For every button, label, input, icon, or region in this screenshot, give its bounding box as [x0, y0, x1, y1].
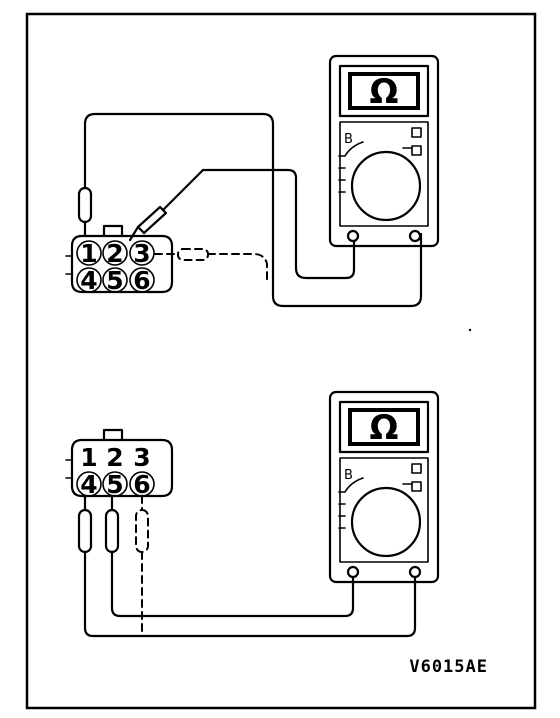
mode-label: B — [344, 132, 353, 147]
connector-bottom: 1 2 3 4 5 6 — [65, 428, 174, 499]
probe-pin-4 — [77, 508, 93, 554]
meter-display — [338, 400, 430, 454]
meter-display-window — [352, 412, 416, 442]
pin-socket-6 — [129, 267, 155, 293]
meter-display — [338, 64, 430, 118]
lead-pin1-to-terminal — [83, 112, 423, 308]
mode-label: B — [344, 468, 353, 483]
meter-key-square — [411, 463, 422, 474]
pin-label-6: 6 — [133, 470, 150, 499]
pin-label-5: 5 — [106, 266, 123, 295]
meter-panel — [339, 457, 429, 563]
meter-terminal-com — [346, 565, 360, 579]
lead-pin3-alt — [207, 253, 268, 281]
ohm-symbol: Ω — [370, 72, 399, 112]
probe-pin-1 — [77, 186, 93, 224]
rotary-dial — [350, 486, 422, 558]
meter-body — [328, 54, 440, 248]
pin-socket-4 — [76, 471, 102, 497]
pin-label-4: 4 — [80, 266, 97, 295]
pin-socket-5 — [102, 267, 128, 293]
meter-panel — [339, 121, 429, 227]
pin-socket-1 — [76, 240, 102, 266]
multimeter-top: Ω B — [328, 54, 440, 248]
figure-frame — [25, 12, 537, 710]
pin-label-3: 3 — [133, 443, 150, 472]
test-leads-top — [77, 112, 423, 308]
meter-key-square — [411, 481, 422, 492]
connector-top: 1 2 3 4 5 6 — [65, 224, 174, 295]
connector-latch — [102, 224, 124, 238]
pin-label-2: 2 — [106, 443, 123, 472]
ohm-symbol: Ω — [370, 408, 399, 448]
connector-latch — [102, 428, 124, 442]
pin-socket-4 — [76, 267, 102, 293]
pin-label-5: 5 — [106, 470, 123, 499]
meter-key-square — [411, 127, 422, 138]
pin-label-3: 3 — [133, 239, 150, 268]
rotary-dial — [350, 150, 422, 222]
test-leads-bottom — [77, 494, 417, 638]
meter-display-window — [352, 76, 416, 106]
connector-housing — [70, 438, 174, 498]
pin-label-2: 2 — [106, 239, 123, 268]
dial-scale-marks — [338, 477, 364, 529]
connector-rib — [65, 459, 73, 479]
connector-housing — [70, 234, 174, 294]
meter-terminal-v-ohm — [408, 229, 422, 243]
multimeter-bottom: Ω B — [328, 390, 440, 584]
probe-pin-5 — [104, 508, 120, 554]
probe-pin-3-alt — [177, 248, 209, 261]
meter-terminal-v-ohm — [408, 565, 422, 579]
pin-label-4: 4 — [80, 470, 97, 499]
lead-pin2-to-terminal — [161, 168, 356, 280]
pin-socket-5 — [102, 471, 128, 497]
dial-scale-marks — [338, 141, 364, 193]
probe-pin-2 — [136, 205, 168, 235]
pin-socket-2 — [102, 240, 128, 266]
probe-pin-6-alt — [135, 509, 149, 553]
pin-socket-3 — [129, 240, 155, 266]
lead-pin5-to-terminal — [110, 550, 355, 618]
pin-label-1: 1 — [80, 443, 97, 472]
connector-rib — [65, 255, 73, 275]
lead-pin4-to-terminal — [83, 550, 417, 638]
meter-key-square — [411, 145, 422, 156]
speck — [468, 328, 472, 332]
pin-label-1: 1 — [80, 239, 97, 268]
figure-code: V6015AE — [409, 657, 488, 677]
meter-body — [328, 390, 440, 584]
probe-tip — [128, 225, 140, 242]
pin-label-6: 6 — [133, 266, 150, 295]
meter-terminal-com — [346, 229, 360, 243]
